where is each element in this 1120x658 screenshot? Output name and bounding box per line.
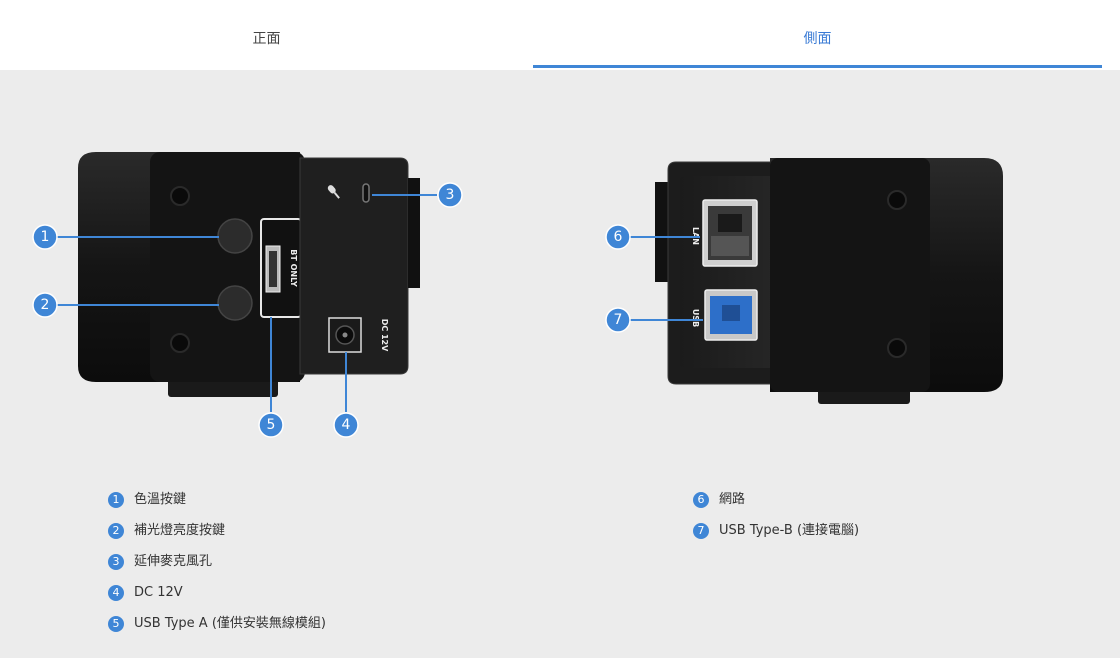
front-device: BT ONLY DC 12V (78, 152, 420, 397)
tab-bar-edge (1102, 0, 1120, 70)
callout-4: 4 (333, 412, 359, 438)
svg-text:2: 2 (41, 297, 50, 313)
lan-port-clip (718, 214, 742, 232)
svg-text:4: 4 (342, 417, 351, 433)
side-device: LAN USB (655, 158, 1003, 404)
legend-number: 5 (108, 616, 124, 632)
screw-hole (887, 338, 907, 358)
callout-7: 7 (605, 307, 631, 333)
legend-text: USB Type A (僅供安裝無線模組) (134, 616, 326, 631)
tab-side-label: 側面 (803, 31, 832, 47)
brightness-button (217, 285, 253, 321)
legend-number: 2 (108, 523, 124, 539)
color-temp-button (217, 218, 253, 254)
legend-number: 1 (108, 492, 124, 508)
screw-hole (170, 186, 190, 206)
active-tab-indicator (533, 65, 1102, 68)
callout-2: 2 (32, 292, 58, 318)
legend-number: 4 (108, 585, 124, 601)
legend-text: 補光燈亮度按鍵 (134, 523, 226, 538)
rear-bracket (408, 178, 420, 288)
device-side-shell (770, 158, 930, 392)
legend-item: 3 延伸麥克風孔 (108, 552, 212, 572)
bt-only-label: BT ONLY (289, 249, 298, 287)
rear-bracket (655, 182, 671, 282)
callout-3: 3 (437, 182, 463, 208)
callout-5: 5 (258, 412, 284, 438)
legend-text: 網路 (719, 492, 746, 507)
tab-front-label: 正面 (252, 31, 281, 47)
legend-item: 2 補光燈亮度按鍵 (108, 521, 225, 541)
leader-lines (57, 194, 703, 412)
svg-text:6: 6 (614, 229, 623, 245)
svg-text:3: 3 (446, 187, 455, 203)
legend-number: 6 (693, 492, 709, 508)
tab-bar: 正面 側面 (0, 0, 1120, 70)
usb-label: USB (691, 309, 700, 327)
legend-number: 7 (693, 523, 709, 539)
svg-text:7: 7 (614, 312, 623, 328)
callout-6: 6 (605, 224, 631, 250)
legend-text: DC 12V (134, 585, 183, 600)
svg-text:5: 5 (267, 417, 276, 433)
legend-item: 1 色溫按鍵 (108, 490, 186, 510)
callout-1: 1 (32, 224, 58, 250)
mic-icon (327, 185, 340, 199)
screw-hole (170, 333, 190, 353)
legend-text: 延伸麥克風孔 (134, 554, 213, 569)
legend-item: 7 USB Type-B (連接電腦) (693, 521, 859, 541)
usb-a-port-inner (269, 251, 277, 287)
dc-label: DC 12V (380, 319, 389, 352)
legend-text: 色溫按鍵 (134, 492, 187, 507)
lan-port-pins (711, 236, 749, 256)
legend-item: 4 DC 12V (108, 583, 183, 603)
rear-panel (299, 157, 409, 375)
legend-item: 5 USB Type A (僅供安裝無線模組) (108, 614, 326, 634)
tab-side[interactable]: 側面 (533, 0, 1102, 70)
product-illustration: BT ONLY DC 12V LAN USB (32, 152, 1003, 438)
legend-number: 3 (108, 554, 124, 570)
svg-text:1: 1 (41, 229, 50, 245)
legend-item: 6 網路 (693, 490, 745, 510)
tab-front[interactable]: 正面 (0, 0, 533, 70)
screw-hole (887, 190, 907, 210)
legend-text: USB Type-B (連接電腦) (719, 523, 860, 538)
dc-jack-pin (342, 332, 348, 338)
device-front-shell (150, 152, 305, 382)
mic-jack (362, 183, 370, 203)
usb-b-port-center (722, 305, 740, 321)
